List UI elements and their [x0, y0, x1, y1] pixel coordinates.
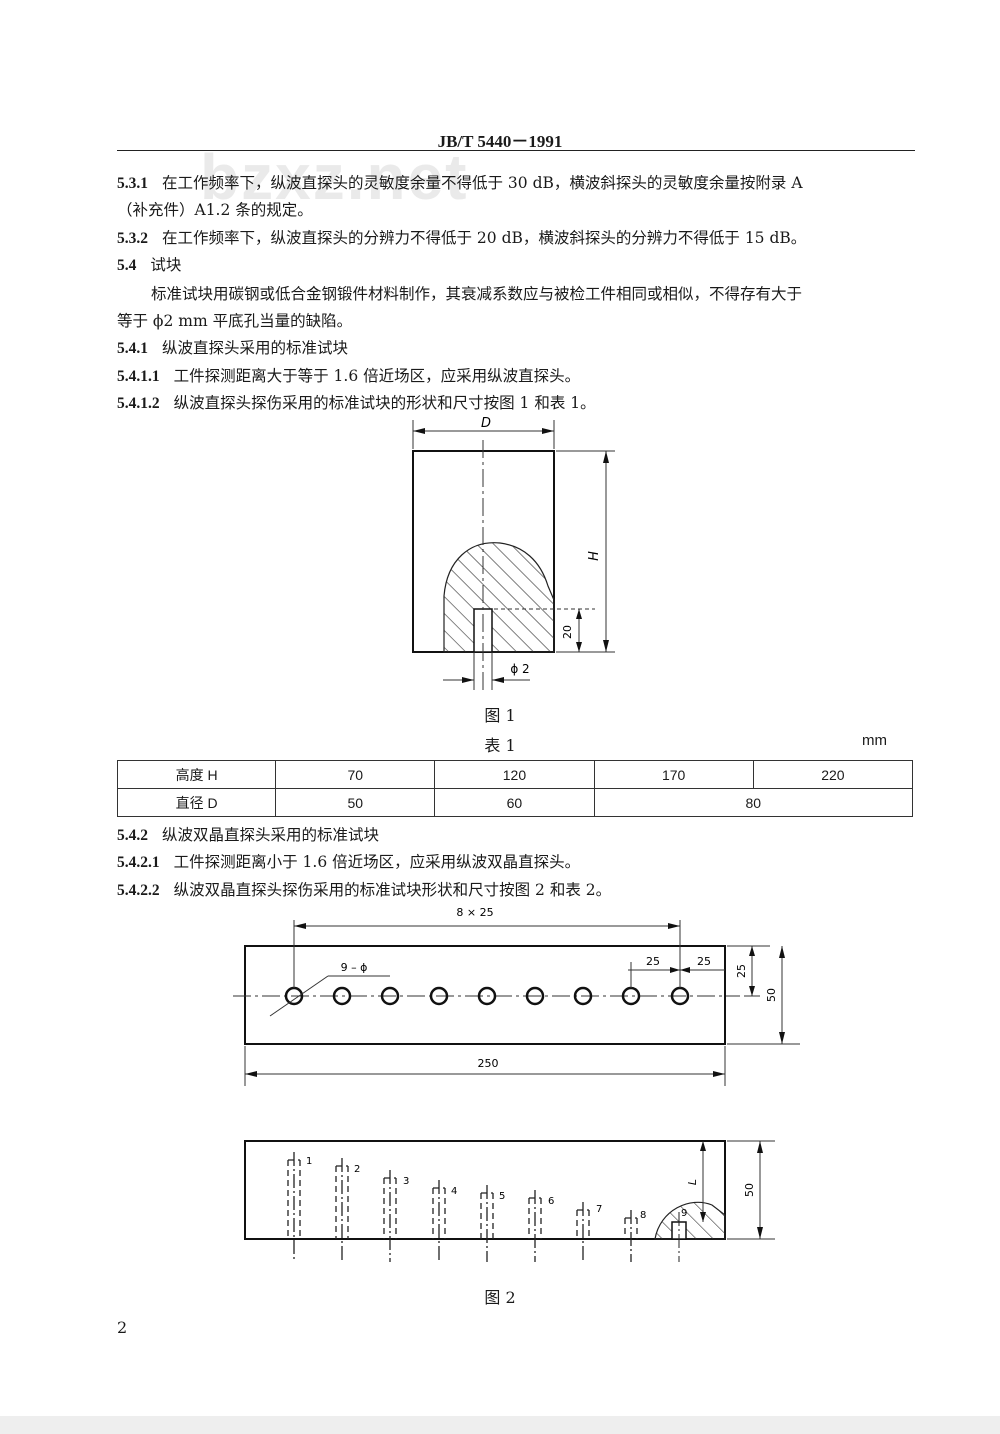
clause-text: 工件探测距离大于等于 1.6 倍近场区，应采用纵波直探头。: [173, 367, 581, 385]
label-25-v: 25: [735, 964, 748, 978]
hole-number: 6: [548, 1196, 554, 1207]
hole-number: 8: [640, 1210, 646, 1221]
table-row: 高度 H 70 120 170 220: [116, 760, 914, 789]
clause-5-4-body: 标准试块用碳钢或低合金钢锻件材料制作，其衰减系数应与被检工件相同或相似，不得存有…: [151, 285, 803, 303]
dimension-20: 20: [494, 608, 595, 652]
label-25-a: 25: [646, 955, 660, 968]
clause-number: 5.4.1.2: [117, 395, 160, 412]
hole-number: 9: [681, 1208, 687, 1219]
dimension-l: L: [686, 1141, 706, 1222]
table-cell: 170: [593, 760, 754, 789]
table-1-unit: mm: [862, 732, 887, 749]
clause-5-4: 5.4 试块: [117, 252, 917, 279]
clause-text: 纵波直探头探伤采用的标准试块的形状和尺寸按图 1 和表 1。: [173, 394, 596, 412]
hole-circle: [525, 986, 545, 1006]
label-50-top: 50: [765, 988, 778, 1002]
clause-number: 5.4.1.1: [117, 368, 160, 385]
standard-header: JB/T 5440－1991: [437, 132, 563, 151]
clause-number: 5.3.1: [117, 175, 148, 192]
label-d: D: [481, 416, 491, 431]
watermark: bzxz.net: [200, 141, 469, 213]
dimension-8x25: 8 × 25: [293, 906, 681, 988]
clause-5-3-2: 5.3.2 在工作频率下，纵波直探头的分辨力不得低于 20 dB，横波斜探头的分辨…: [117, 225, 917, 252]
label-h: H: [587, 551, 602, 561]
label-50-bottom: 50: [743, 1183, 756, 1197]
clause-5-3-1: 5.3.1 在工作频率下，纵波直探头的灵敏度余量不得低于 30 dB，横波斜探头的…: [117, 170, 917, 197]
clause-number: 5.4.1: [117, 340, 148, 357]
dimension-25-horizontal: 25 25: [628, 955, 725, 988]
dimension-phi2: ϕ 2: [443, 652, 530, 690]
clause-number: 5.4.2.2: [117, 882, 160, 899]
clause-5-4-1-1: 5.4.1.1 工件探测距离大于等于 1.6 倍近场区，应采用纵波直探头。: [117, 363, 917, 390]
clause-number: 5.4.2: [117, 827, 148, 844]
hole-circle: [573, 986, 593, 1006]
label-25-b: 25: [697, 955, 711, 968]
hole-number: 4: [451, 1186, 457, 1197]
flat-bottom-holes-side: [287, 1152, 726, 1262]
leader-9-phi: 9 – ϕ: [269, 961, 390, 1017]
viewer-bottom-bar: [0, 1416, 1000, 1434]
row-label-diameter: 直径 D: [116, 788, 277, 817]
figure-1-drawing: D H 20 ϕ 2: [412, 416, 615, 690]
clause-number: 5.4: [117, 257, 137, 274]
hatched-section: [443, 542, 555, 653]
table-row: 直径 D 50 60 80: [116, 788, 914, 817]
row-label-height: 高度 H: [116, 760, 277, 789]
label-phi2: ϕ 2: [510, 662, 529, 676]
dimension-50-top: 50: [727, 946, 800, 1045]
table-cell: 80: [593, 788, 914, 817]
hole-number: 1: [306, 1156, 312, 1167]
hole-circle: [429, 986, 449, 1006]
clause-5-3-1-continued: （补充件）A1.2 条的规定。: [117, 201, 313, 219]
hole-circle: [380, 986, 400, 1006]
clause-text: 纵波双晶直探头采用的标准试块: [162, 826, 380, 844]
dimension-h: H: [556, 450, 615, 653]
dimension-50-bottom: 50: [727, 1140, 775, 1240]
figure-2-caption: 图 2: [484, 1288, 516, 1307]
dimension-d: D: [412, 416, 555, 449]
clause-5-4-2-2: 5.4.2.2 纵波双晶直探头探伤采用的标准试块形状和尺寸按图 2 和表 2。: [117, 877, 917, 904]
hole-number: 5: [499, 1191, 505, 1202]
clause-text: 在工作频率下，纵波直探头的分辨力不得低于 20 dB，横波斜探头的分辨力不得低于…: [162, 229, 807, 247]
table-1-title: 表 1: [484, 736, 516, 755]
dimension-250: 250: [244, 1046, 726, 1086]
figure-1-caption: 图 1: [484, 706, 516, 725]
clause-text: 纵波双晶直探头探伤采用的标准试块形状和尺寸按图 2 和表 2。: [173, 881, 612, 899]
label-250: 250: [478, 1057, 499, 1070]
label-20: 20: [561, 625, 574, 639]
clause-text: 工件探测距离小于 1.6 倍近场区，应采用纵波双晶直探头。: [173, 853, 581, 871]
clause-5-4-body-continued: 等于 ϕ2 mm 平底孔当量的缺陷。: [117, 312, 353, 330]
clause-5-4-2-1: 5.4.2.1 工件探测距离小于 1.6 倍近场区，应采用纵波双晶直探头。: [117, 849, 917, 876]
hole-circle: [332, 986, 352, 1006]
table-cell: 120: [434, 760, 595, 789]
hole-number: 7: [596, 1204, 602, 1215]
hole-number: 2: [354, 1164, 360, 1175]
clause-number: 5.3.2: [117, 230, 148, 247]
clause-text: 纵波直探头采用的标准试块: [162, 339, 349, 357]
clause-5-4-2: 5.4.2 纵波双晶直探头采用的标准试块: [117, 822, 917, 849]
hole-number-labels: 1 2 3 4 5 6 7 8 9: [306, 1156, 687, 1221]
table-cell: 50: [275, 788, 436, 817]
block-side-view: [244, 1140, 726, 1240]
clause-text: 试块: [150, 256, 182, 274]
label-9-phi: 9 – ϕ: [341, 961, 368, 974]
hole-number: 3: [403, 1176, 409, 1187]
flat-bottom-holes-top: [284, 986, 690, 1006]
table-1: 高度 H 70 120 170 220 直径 D 50 60 80: [116, 760, 914, 817]
hole-circle: [477, 986, 497, 1006]
clause-text: 在工作频率下，纵波直探头的灵敏度余量不得低于 30 dB，横波斜探头的灵敏度余量…: [162, 174, 803, 192]
block-top-view: [233, 945, 740, 1045]
clause-5-4-1: 5.4.1 纵波直探头采用的标准试块: [117, 335, 917, 362]
label-8x25: 8 × 25: [456, 906, 493, 919]
dimension-25-vertical: 25: [727, 945, 770, 997]
header-rule: [117, 150, 915, 151]
clause-number: 5.4.2.1: [117, 854, 160, 871]
label-l: L: [686, 1179, 699, 1185]
clause-5-4-1-2: 5.4.1.2 纵波直探头探伤采用的标准试块的形状和尺寸按图 1 和表 1。: [117, 390, 917, 417]
page-number: 2: [117, 1318, 128, 1337]
table-cell: 70: [275, 760, 436, 789]
